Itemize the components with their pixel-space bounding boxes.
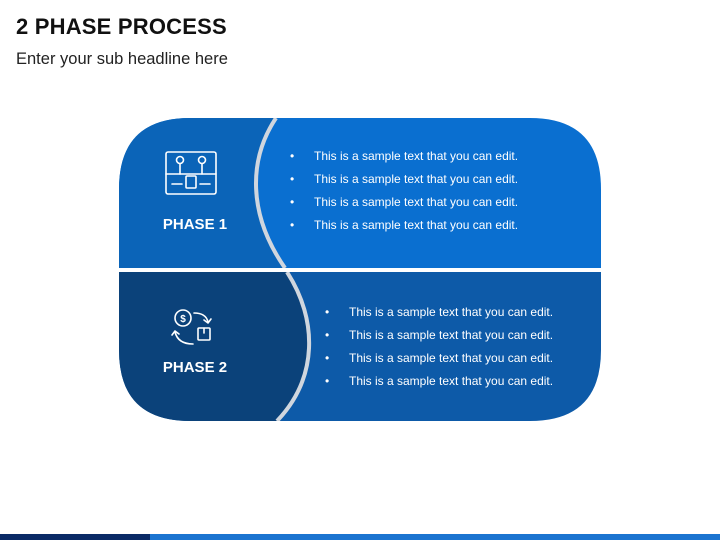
phase-1-block: PHASE 1 • This is a sample text that you… (119, 118, 601, 268)
phase-2-left-panel (119, 272, 309, 421)
bullet-dot: • (325, 305, 329, 319)
phase-2-bullet-4: This is a sample text that you can edit. (349, 374, 553, 388)
phase-1-bullet-3: This is a sample text that you can edit. (314, 195, 518, 209)
phase-1-label: PHASE 1 (163, 216, 227, 233)
svg-text:$: $ (180, 314, 186, 325)
toolbox-icon (165, 151, 217, 195)
bullet-dot: • (290, 149, 294, 163)
phase-2-label: PHASE 2 (163, 359, 227, 376)
phase-2-bullet-1: This is a sample text that you can edit. (349, 305, 553, 319)
bullet-dot: • (290, 218, 294, 232)
phase-1-bullet-4: This is a sample text that you can edit. (314, 218, 518, 232)
phase-2-bullet-3: This is a sample text that you can edit. (349, 351, 553, 365)
bullet-dot: • (325, 351, 329, 365)
dollar-cycle-icon: $ (171, 309, 212, 345)
phase-2-block: $ PHASE 2 • This is a sample text that y… (119, 272, 601, 421)
phase-1-wave-divider (254, 118, 287, 268)
page-title: 2 PHASE PROCESS (16, 14, 227, 39)
bullet-dot: • (325, 374, 329, 388)
bullet-dot: • (290, 195, 294, 209)
footer-accent-bar (0, 534, 720, 540)
phase-1-bullet-list: • This is a sample text that you can edi… (290, 149, 518, 232)
phase-2-bullet-2: This is a sample text that you can edit. (349, 328, 553, 342)
phase-2-bullet-list: • This is a sample text that you can edi… (325, 305, 553, 388)
bullet-dot: • (290, 172, 294, 186)
footer-bar-light-segment (150, 534, 720, 540)
phase-2-wave-divider (275, 272, 311, 421)
phase-1-bullet-2: This is a sample text that you can edit. (314, 172, 518, 186)
bullet-dot: • (325, 328, 329, 342)
phase-1-bullet-1: This is a sample text that you can edit. (314, 149, 518, 163)
phase-1-left-panel (119, 118, 285, 268)
page-subtitle: Enter your sub headline here (16, 50, 228, 68)
footer-bar-dark-segment (0, 534, 150, 540)
